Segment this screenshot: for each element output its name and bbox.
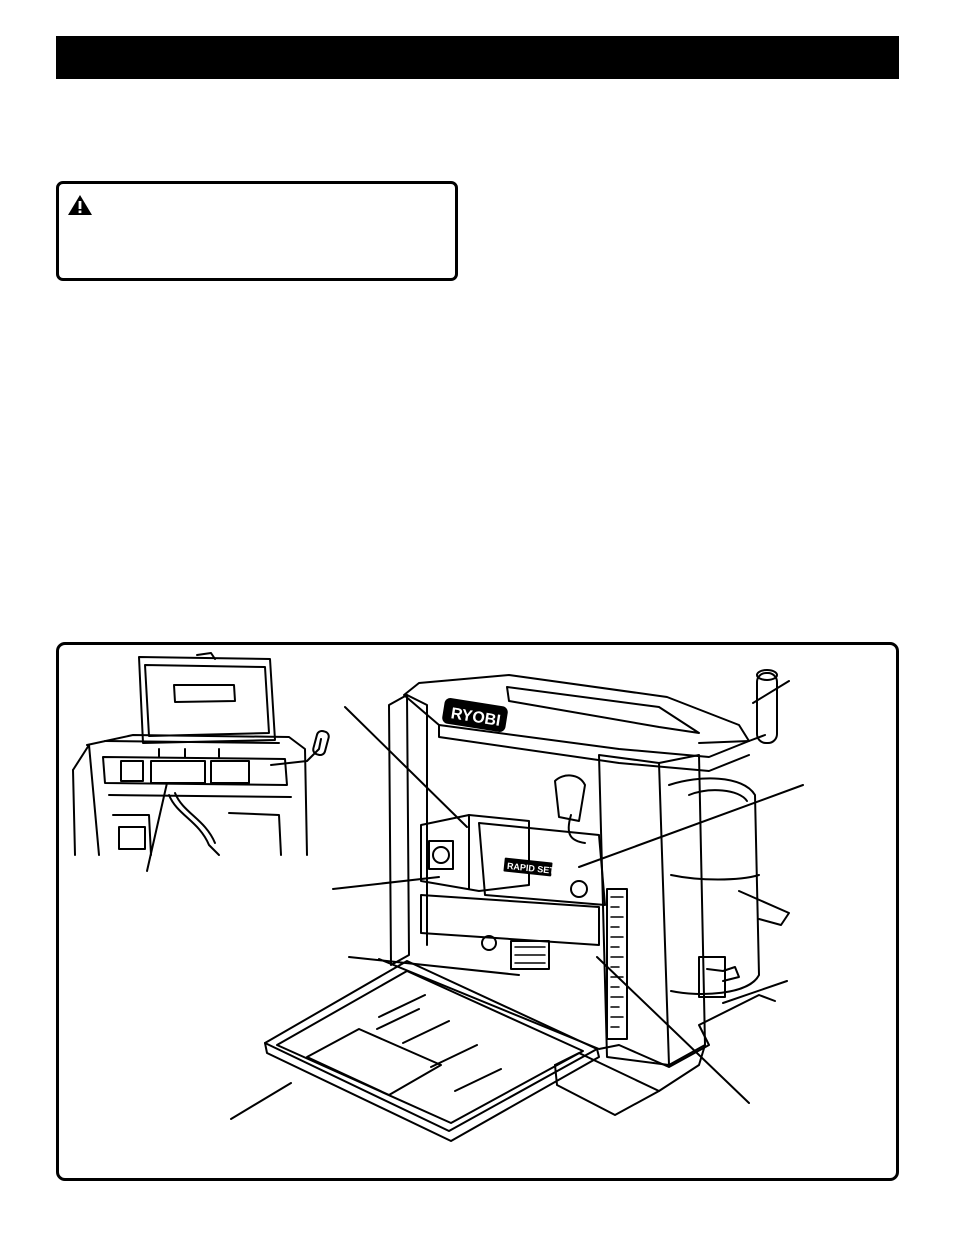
leader-line — [752, 680, 790, 704]
leader-line — [722, 980, 788, 1004]
planer-illustration-frame: RYOBI RAPID SET — [56, 642, 899, 1181]
leader-line — [348, 956, 520, 976]
leader-line — [230, 1082, 292, 1120]
leader-line — [596, 956, 750, 1104]
warning-box — [56, 181, 458, 281]
inset-tool-storage-drawing — [72, 652, 330, 872]
leader-line — [344, 706, 468, 828]
leader-line — [578, 784, 804, 868]
planer-main-drawing: RYOBI RAPID SET — [264, 669, 790, 1142]
section-header-bar — [56, 36, 899, 79]
warning-triangle-icon — [68, 195, 92, 215]
planer-illustration: RYOBI RAPID SET — [72, 652, 804, 1142]
leader-line — [332, 876, 440, 890]
callout-leaders — [230, 680, 804, 1120]
